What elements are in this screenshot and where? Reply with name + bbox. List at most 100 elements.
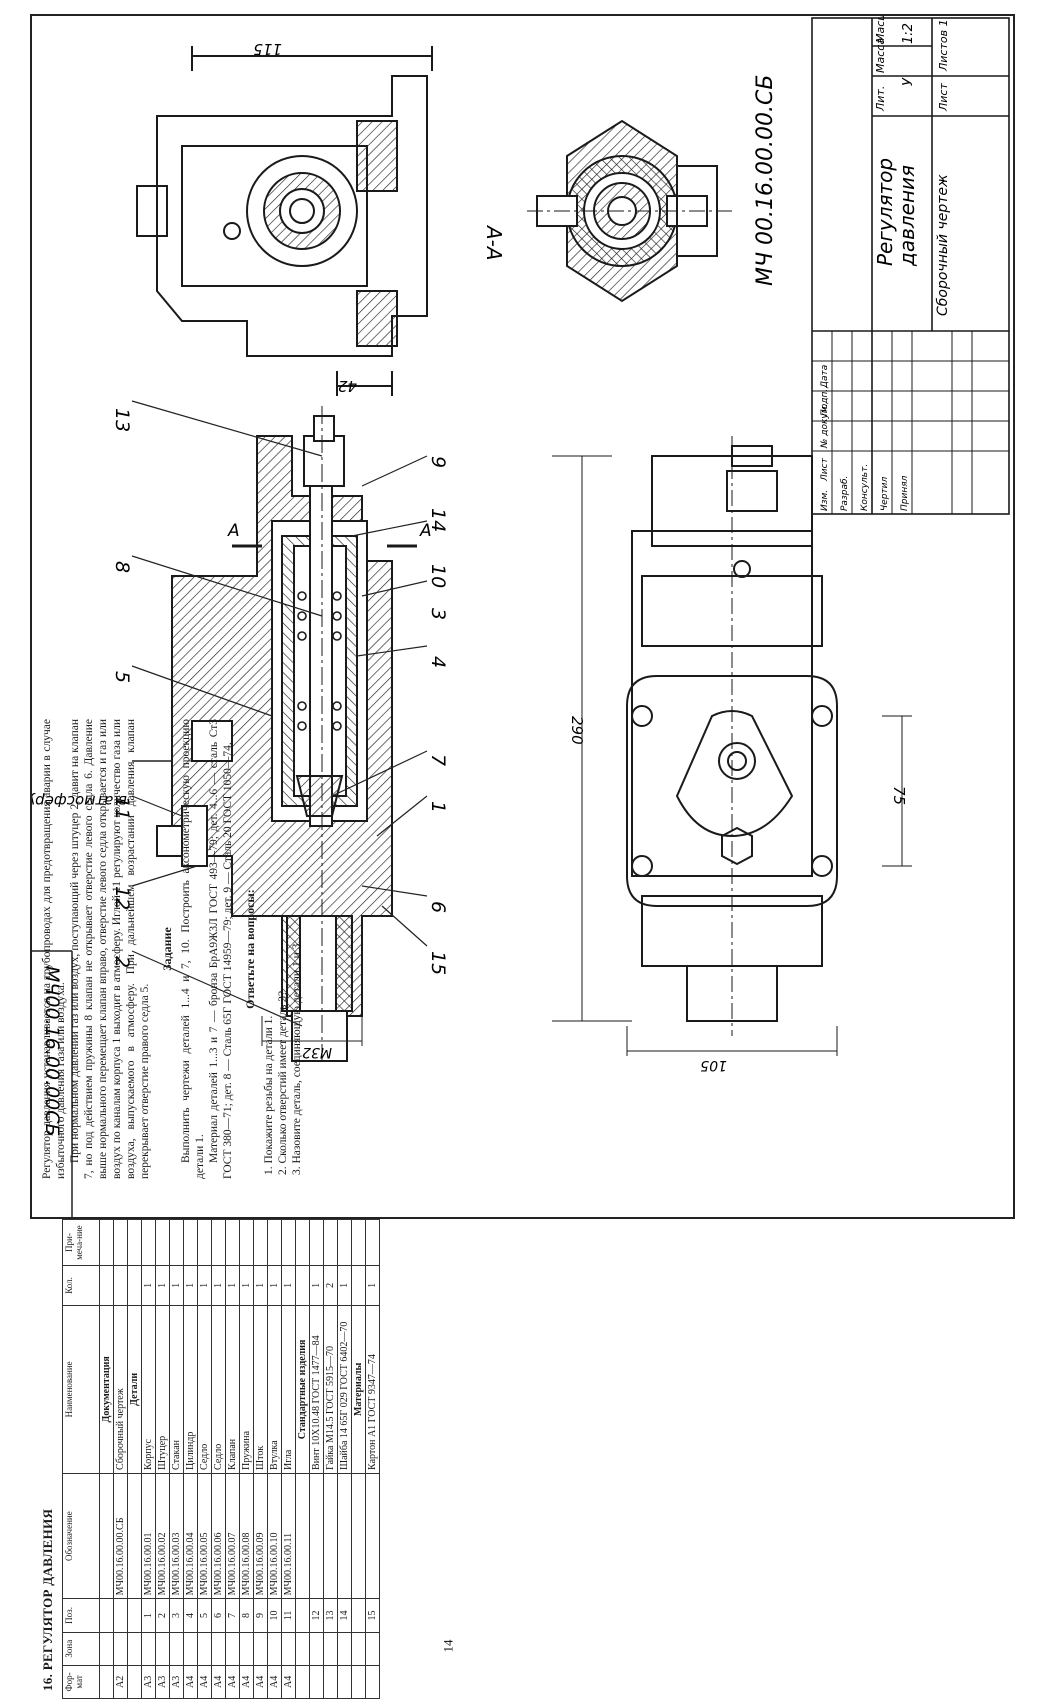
spec-cell-name: Сборочный чертеж bbox=[113, 1305, 128, 1474]
dim-105: 105 bbox=[700, 1057, 727, 1073]
spec-cell-pos: 15 bbox=[365, 1598, 380, 1633]
leader-15: 15 bbox=[427, 951, 449, 975]
spec-cell-zone bbox=[309, 1632, 324, 1666]
spec-cell-fmt bbox=[323, 1665, 338, 1699]
sheet-code-vertical: МЧ00.16.00.00СБ bbox=[41, 966, 63, 1137]
spec-cell-qty: 1 bbox=[309, 1265, 324, 1306]
spec-cell-name: Картон А1 ГОСТ 9347—74 bbox=[365, 1305, 380, 1474]
spec-cell-note bbox=[323, 1219, 338, 1266]
spec-cell-zone bbox=[141, 1632, 156, 1666]
spec-cell-qty: 1 bbox=[267, 1265, 282, 1306]
spec-cell-zone bbox=[323, 1632, 338, 1666]
spec-cell-note bbox=[281, 1219, 296, 1266]
spec-cell-fmt bbox=[99, 1665, 114, 1699]
spec-cell-note bbox=[197, 1219, 212, 1266]
spec-cell-pos: 6 bbox=[211, 1598, 226, 1633]
spec-cell-note bbox=[253, 1219, 268, 1266]
spec-cell-qty: 1 bbox=[169, 1265, 184, 1306]
spec-cell-code bbox=[337, 1473, 352, 1599]
spec-cell-name: Цилиндр bbox=[183, 1305, 198, 1474]
dim-42: 42 bbox=[338, 377, 357, 395]
spec-cell-name: Корпус bbox=[141, 1305, 156, 1474]
spec-cell-code: МЧ00.16.00.08 bbox=[239, 1473, 254, 1599]
spec-cell-code: МЧ00.16.00.03 bbox=[169, 1473, 184, 1599]
dim-75: 75 bbox=[890, 786, 908, 805]
spec-cell-code bbox=[309, 1473, 324, 1599]
spec-cell-name: Материалы bbox=[351, 1305, 366, 1474]
spec-cell-fmt bbox=[337, 1665, 352, 1699]
spec-cell-code bbox=[295, 1473, 310, 1599]
title-block-sheet-label: Лист bbox=[937, 83, 950, 112]
spec-cell-qty: 1 bbox=[239, 1265, 254, 1306]
spec-cell-zone bbox=[239, 1632, 254, 1666]
task-heading: Задание bbox=[160, 927, 174, 971]
spec-cell-code: МЧ00.16.00.07 bbox=[225, 1473, 240, 1599]
title-block-row-razrab: Разраб. bbox=[840, 476, 850, 511]
spec-cell-note bbox=[155, 1219, 170, 1266]
spec-cell-qty bbox=[113, 1265, 128, 1306]
spec-section: 16. РЕГУЛЯТОР ДАВЛЕНИЯ Фор-мат Зона Поз.… bbox=[40, 1199, 380, 1699]
title-block-col-izm: Изм. bbox=[820, 490, 830, 511]
spec-cell-code bbox=[351, 1473, 366, 1599]
spec-cell-fmt bbox=[127, 1665, 142, 1699]
spec-cell-name: Гайка М14.5 ГОСТ 5915—70 bbox=[323, 1305, 338, 1474]
leader-4: 4 bbox=[427, 656, 449, 668]
leader-14: 14 bbox=[427, 508, 449, 532]
front-view bbox=[552, 436, 912, 1056]
spec-cell-fmt bbox=[295, 1665, 310, 1699]
spec-cell-zone bbox=[267, 1632, 282, 1666]
col-name: Наименование bbox=[62, 1305, 100, 1474]
leader-8: 8 bbox=[111, 561, 133, 573]
spec-cell-zone bbox=[169, 1632, 184, 1666]
spec-section-row: Материалы bbox=[351, 1219, 366, 1699]
spec-cell-name: Стандартные изделия bbox=[295, 1305, 310, 1474]
spec-cell-qty: 1 bbox=[155, 1265, 170, 1306]
spec-cell-name: Клапан bbox=[225, 1305, 240, 1474]
leader-12: 12 bbox=[111, 886, 133, 910]
spec-cell-note bbox=[169, 1219, 184, 1266]
title-block-name-2: давления bbox=[895, 165, 919, 267]
leader-7: 7 bbox=[427, 754, 449, 766]
spec-cell-zone bbox=[99, 1632, 114, 1666]
question-item: 2. Сколько отверстий имеет деталь 3? bbox=[277, 990, 289, 1175]
spec-cell-qty bbox=[127, 1265, 142, 1306]
spec-cell-qty bbox=[351, 1265, 366, 1306]
leader-1: 1 bbox=[427, 801, 449, 813]
spec-cell-name: Документация bbox=[99, 1305, 114, 1474]
spec-cell-qty: 1 bbox=[337, 1265, 352, 1306]
title-block-row-konsult: Консульт. bbox=[860, 464, 870, 511]
leader-10: 10 bbox=[427, 564, 449, 588]
leader-11: 11 bbox=[111, 796, 133, 820]
spec-cell-qty: 1 bbox=[365, 1265, 380, 1306]
spec-cell-pos: 12 bbox=[309, 1598, 324, 1633]
spec-cell-qty: 1 bbox=[183, 1265, 198, 1306]
spec-cell-fmt: А4 bbox=[253, 1665, 268, 1699]
spec-cell-pos: 2 bbox=[155, 1598, 170, 1633]
spec-cell-code bbox=[365, 1473, 380, 1599]
spec-cell-note bbox=[183, 1219, 198, 1266]
spec-cell-code: МЧ00.16.00.09 bbox=[253, 1473, 268, 1599]
spec-cell-name: Детали bbox=[127, 1305, 142, 1474]
title-block-code: МЧ 00.16.00.00.СБ bbox=[753, 75, 778, 286]
spec-cell-code bbox=[323, 1473, 338, 1599]
spec-cell-pos bbox=[127, 1598, 142, 1633]
spec-cell-code bbox=[127, 1473, 142, 1599]
title-block-mass-header: Масса bbox=[874, 38, 887, 73]
col-pos: Поз. bbox=[62, 1598, 100, 1633]
spec-cell-zone bbox=[365, 1632, 380, 1666]
spec-cell-note bbox=[365, 1219, 380, 1266]
spec-cell-name: Шайба 14 65Г 029 ГОСТ 6402—70 bbox=[337, 1305, 352, 1474]
atmosphere-label: в атмосферу bbox=[32, 792, 127, 810]
spec-cell-zone bbox=[225, 1632, 240, 1666]
spec-cell-fmt: А4 bbox=[281, 1665, 296, 1699]
spec-cell-name: Игла bbox=[281, 1305, 296, 1474]
title-block-col-podp: Подп. bbox=[820, 389, 830, 416]
spec-cell-code: МЧ00.16.00.02 bbox=[155, 1473, 170, 1599]
spec-cell-pos bbox=[295, 1598, 310, 1633]
spec-cell-name: Седло bbox=[197, 1305, 212, 1474]
spec-cell-qty bbox=[99, 1265, 114, 1306]
